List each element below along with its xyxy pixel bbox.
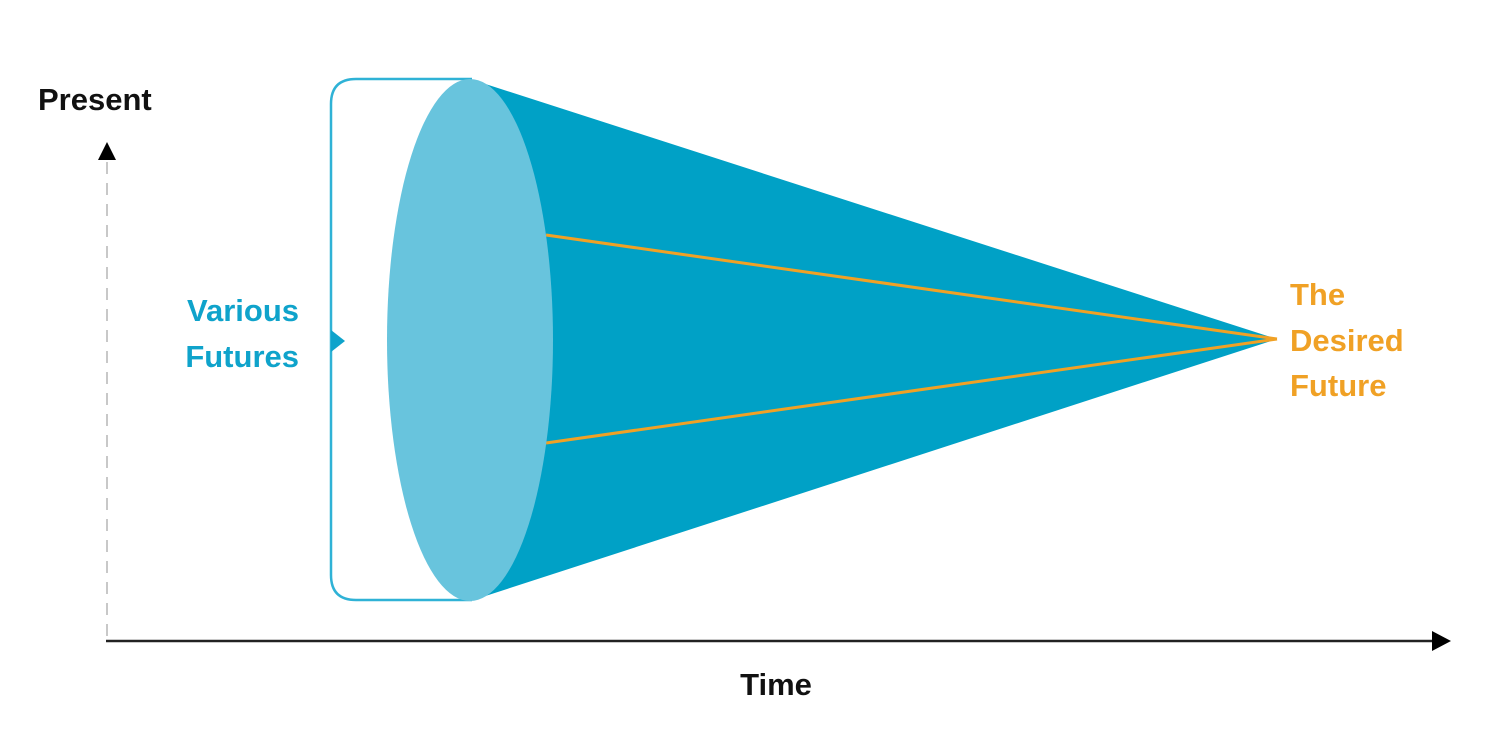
time-label: Time bbox=[740, 667, 812, 702]
desired-future-label-line2: Desired bbox=[1290, 323, 1404, 358]
desired-future-label-line1: The bbox=[1290, 277, 1345, 312]
present-axis-arrowhead bbox=[98, 142, 116, 160]
cone-body bbox=[470, 79, 1277, 601]
path-line-lower bbox=[545, 337, 1278, 445]
desired-future-label-line3: Future bbox=[1290, 368, 1386, 403]
present-label: Present bbox=[38, 82, 152, 117]
bracket-pointer bbox=[331, 330, 345, 352]
time-axis-arrowhead bbox=[1432, 631, 1451, 651]
path-line-upper bbox=[545, 233, 1278, 341]
various-futures-label-line2: Futures bbox=[185, 339, 299, 374]
various-futures-label-line1: Various bbox=[187, 293, 299, 328]
cone-face-ellipse bbox=[387, 79, 553, 601]
